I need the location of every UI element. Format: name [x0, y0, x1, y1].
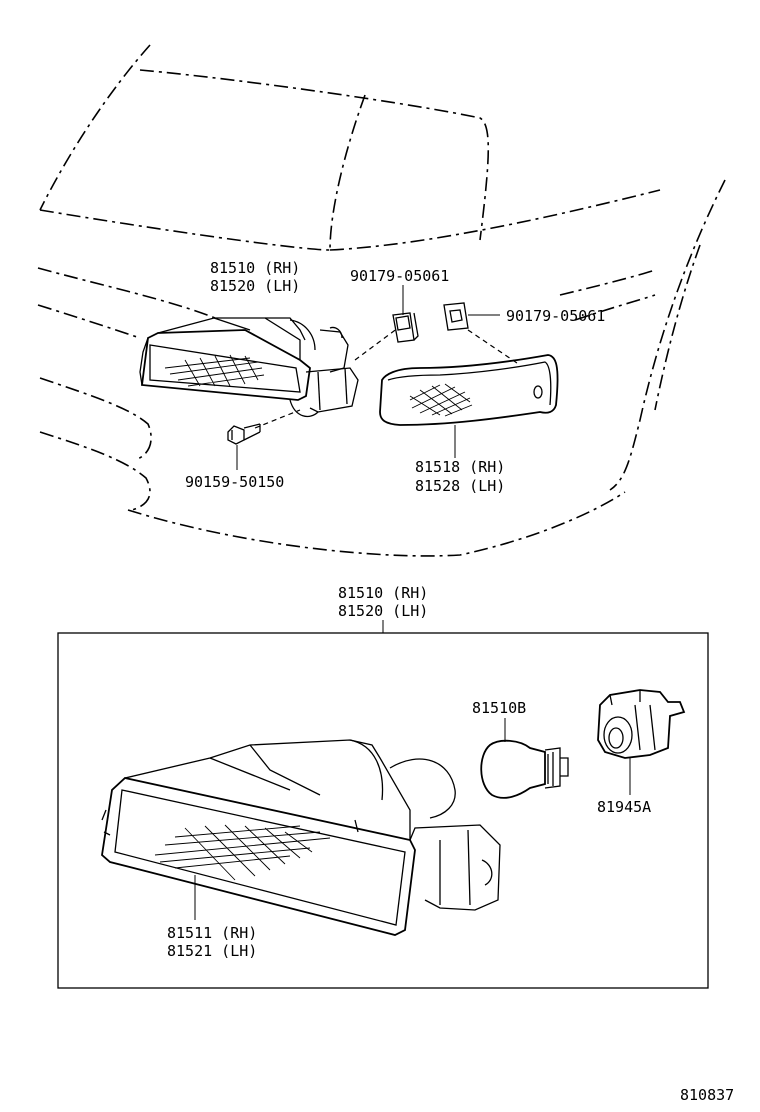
label-clip-right: 90179-05061 — [506, 307, 605, 325]
label-bulb: 81510B — [472, 699, 526, 717]
car-body-outline — [37, 44, 726, 557]
label-side-lens-rh: 81518 (RH) — [415, 458, 505, 476]
label-lamp-assy-top-rh: 81510 (RH) — [210, 259, 300, 277]
clip-icon — [392, 312, 419, 343]
label-lamp-assy-top-lh: 81520 (LH) — [210, 277, 300, 295]
diagram-number: 810837 — [680, 1086, 734, 1104]
label-lamp-assy-box-rh: 81510 (RH) — [338, 584, 428, 602]
label-socket: 81945A — [597, 798, 651, 816]
clip-icon — [443, 302, 469, 331]
label-lamp-assy-box-lh: 81520 (LH) — [338, 602, 428, 620]
front-turn-lamp-assembly-large — [101, 739, 501, 936]
front-turn-lamp-assembly-small — [139, 317, 359, 418]
bulb-icon — [480, 739, 569, 799]
side-marker-lens — [379, 354, 559, 426]
screw-icon — [227, 423, 261, 445]
label-screw: 90159-50150 — [185, 473, 284, 491]
label-side-lens-lh: 81528 (LH) — [415, 477, 505, 495]
label-lens-lh: 81521 (LH) — [167, 942, 257, 960]
label-lens-rh: 81511 (RH) — [167, 924, 257, 942]
socket-icon — [597, 689, 686, 759]
label-clip-left: 90179-05061 — [350, 267, 449, 285]
